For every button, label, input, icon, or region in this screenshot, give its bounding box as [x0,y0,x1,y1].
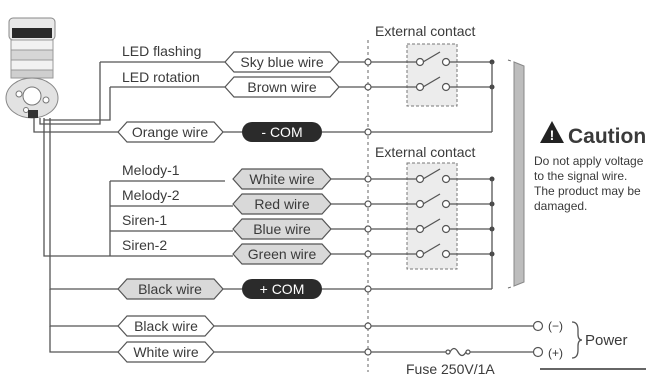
melody-1-label: Melody-1 [122,162,180,178]
sky-blue-wire-label: Sky blue wire [240,54,323,70]
external-contact-box-top [406,43,458,107]
external-contact-label-bottom: External contact [375,144,475,160]
caution-line-1: Do not apply voltage [534,154,644,168]
caution-title: Caution [568,125,646,148]
fuse-label: Fuse 250V/1A [406,361,495,377]
power-white-wire-label: White wire [133,344,199,360]
melody-2-row: Melody-2 Red wire [110,187,495,215]
warning-icon: ! [540,121,564,143]
melody-2-label: Melody-2 [122,187,180,203]
power-plus-row: White wire (+) Fuse 250V/1A [110,341,563,377]
power-label: Power [585,332,628,349]
orange-wire-label: Orange wire [132,124,208,140]
power-plus-label: (+) [548,346,563,360]
blue-wire-label: Blue wire [253,221,311,237]
fuse-icon [445,347,471,357]
brown-wire-label: Brown wire [247,79,316,95]
power-plus-terminal [532,346,544,358]
svg-text:!: ! [550,127,555,143]
signal-tower-icon [5,17,59,119]
led-flashing-row: LED flashing Sky blue wire [100,43,495,73]
power-minus-label: (−) [548,319,563,333]
siren-1-row: Siren-1 Blue wire [110,212,495,240]
led-rotation-row: LED rotation Brown wire [110,69,495,98]
led-rotation-label: LED rotation [122,69,200,85]
black-wire-com-label: Black wire [138,281,202,297]
caution-line-2: to the signal wire. [534,169,627,183]
siren-2-row: Siren-2 Green wire [110,237,495,265]
bundle-wires [33,62,111,353]
caution-line-3: The product may be [534,184,641,198]
led-flashing-label: LED flashing [122,43,201,59]
power-brace [571,321,583,359]
caution-panel: ! Caution Do not apply voltage to the si… [507,59,646,289]
power-black-wire-label: Black wire [134,318,198,334]
red-wire-label: Red wire [254,196,309,212]
green-wire-label: Green wire [248,246,317,262]
siren-1-label: Siren-1 [122,212,167,228]
white-wire-label: White wire [249,171,315,187]
siren-2-label: Siren-2 [122,237,167,253]
minus-com-badge [242,122,322,142]
external-contact-label-top: External contact [375,23,475,39]
power-minus-row: Black wire (−) [110,315,563,337]
plus-com-label: + COM [260,281,305,297]
plus-com-badge [242,279,322,299]
plus-com-row: Black wire + COM [110,278,492,300]
power-minus-terminal [532,320,544,332]
caution-line-4: damaged. [534,199,587,213]
minus-com-label: - COM [261,124,302,140]
minus-com-row: Orange wire - COM [100,121,492,143]
